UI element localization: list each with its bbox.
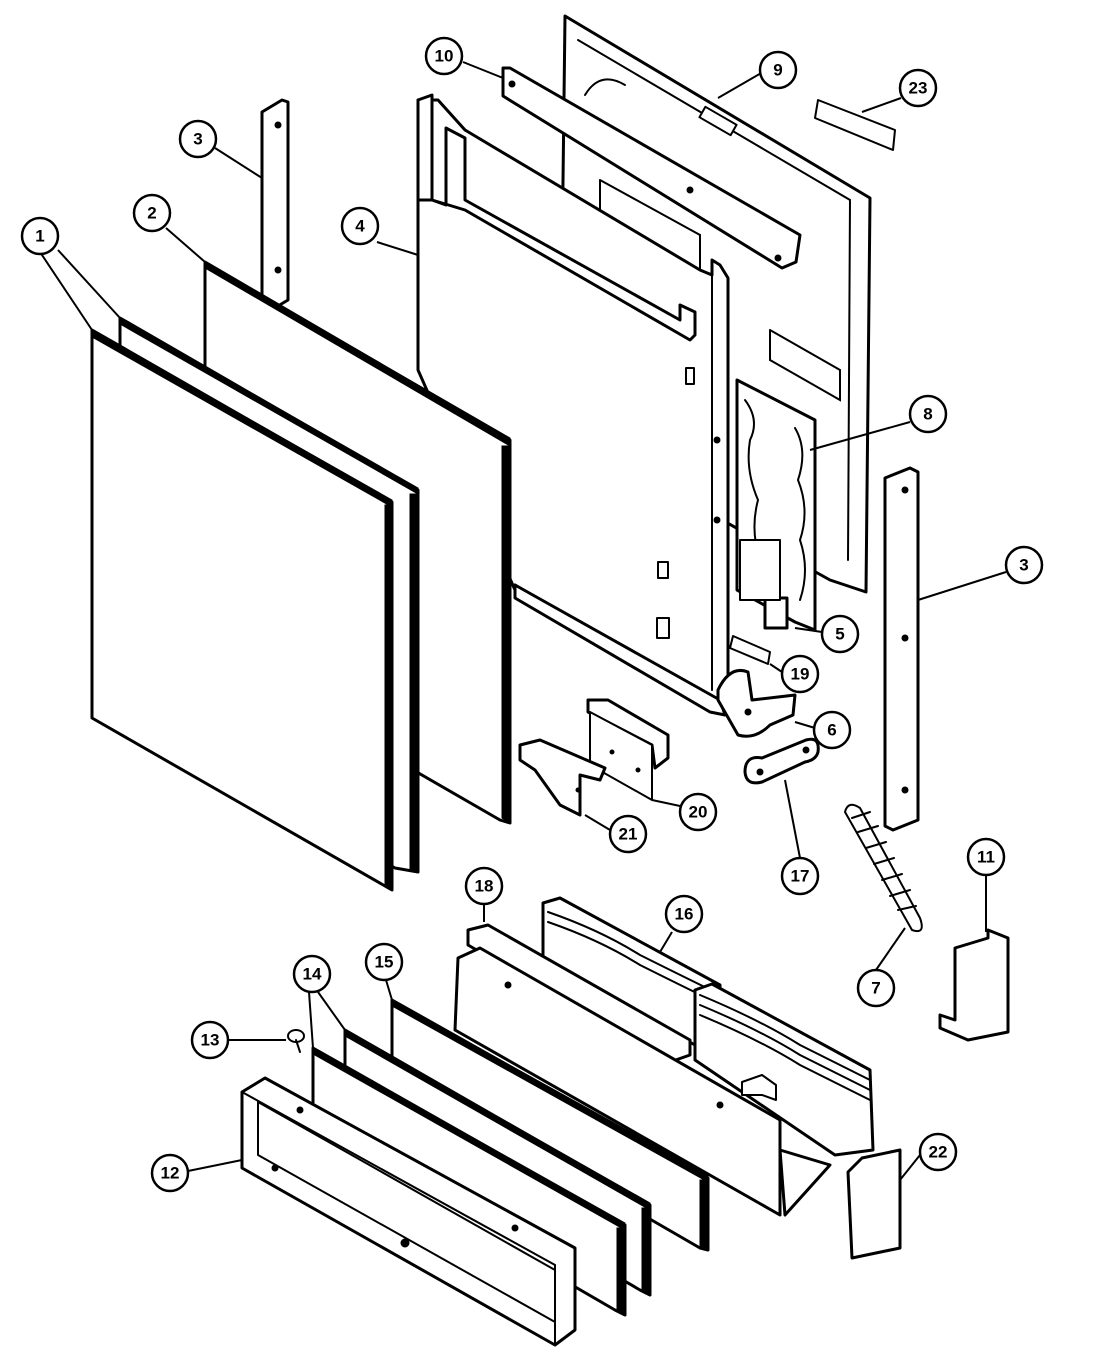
part-22-end-cap: [846, 1148, 902, 1260]
callout-label: 14: [303, 965, 322, 984]
part-18-rail-housing: [453, 923, 832, 1217]
callout-22: 22: [918, 1132, 958, 1172]
callout-label: 18: [475, 877, 494, 896]
callout-label: 2: [147, 204, 156, 223]
callout-label: 21: [619, 825, 638, 844]
part-21-bracket: [518, 738, 607, 817]
callout-label: 3: [193, 130, 202, 149]
part-19-pad: [729, 635, 771, 665]
callout-label: 19: [791, 665, 810, 684]
part-7-spring: [844, 803, 923, 933]
callout-1: 1: [20, 216, 60, 256]
callout-21: 21: [608, 814, 648, 854]
callout-11: 11: [966, 837, 1006, 877]
part-16-insulation: [541, 896, 875, 1157]
callout-label: 9: [773, 61, 782, 80]
part-4-inner-door-panel: [416, 93, 730, 717]
callout-15: 15: [364, 942, 404, 982]
part-11-side-cap: [938, 928, 1010, 1042]
callout-label: 5: [835, 625, 844, 644]
callout-3-right: 3: [1004, 545, 1044, 585]
callout-label: 13: [201, 1031, 220, 1050]
part-13-screw: [287, 1029, 305, 1053]
callout-12: 12: [150, 1153, 190, 1193]
callout-label: 15: [375, 953, 394, 972]
callout-14: 14: [292, 954, 332, 994]
callout-20: 20: [678, 792, 718, 832]
callout-label: 10: [435, 47, 454, 66]
part-6-hinge-bracket: [716, 669, 797, 738]
part-12-bezel-frame: [240, 1076, 577, 1347]
part-15-control-panel: [390, 998, 710, 1252]
part-17-link: [743, 737, 820, 785]
callout-4: 4: [340, 206, 380, 246]
callout-label: 7: [871, 979, 880, 998]
callout-18: 18: [464, 866, 504, 906]
callout-label: 6: [827, 721, 836, 740]
callout-label: 17: [791, 867, 810, 886]
callout-19: 19: [780, 654, 820, 694]
callout-label: 3: [1019, 556, 1028, 575]
callout-8: 8: [908, 394, 948, 434]
callout-9: 9: [758, 50, 798, 90]
callout-label: 11: [977, 848, 995, 867]
callout-23: 23: [898, 68, 938, 108]
callout-6: 6: [812, 710, 852, 750]
part-3-side-trim-right: [883, 466, 920, 832]
callout-7: 7: [856, 968, 896, 1008]
callout-label: 22: [929, 1143, 948, 1162]
leader-lines: [39, 61, 1007, 1181]
part-5-latch-clip: [739, 539, 789, 630]
callout-label: 12: [161, 1164, 180, 1183]
callout-17: 17: [780, 856, 820, 896]
part-3-side-trim-left: [260, 98, 290, 314]
callout-16: 16: [664, 894, 704, 934]
part-1-outer-door-panel: [90, 316, 420, 892]
callout-10: 10: [424, 36, 464, 76]
callout-3-left: 3: [178, 119, 218, 159]
callout-label: 16: [675, 905, 694, 924]
callout-2: 2: [132, 193, 172, 233]
callout-label: 8: [923, 405, 932, 424]
part-10-vent-bar: [501, 66, 802, 270]
callout-label: 23: [909, 79, 928, 98]
callout-label: 1: [35, 227, 44, 246]
callout-5: 5: [820, 614, 860, 654]
callout-label: 4: [355, 217, 365, 236]
callout-label: 20: [689, 803, 708, 822]
part-23-label: [814, 99, 896, 151]
callout-13: 13: [190, 1020, 230, 1060]
part-20-bracket: [586, 698, 670, 801]
